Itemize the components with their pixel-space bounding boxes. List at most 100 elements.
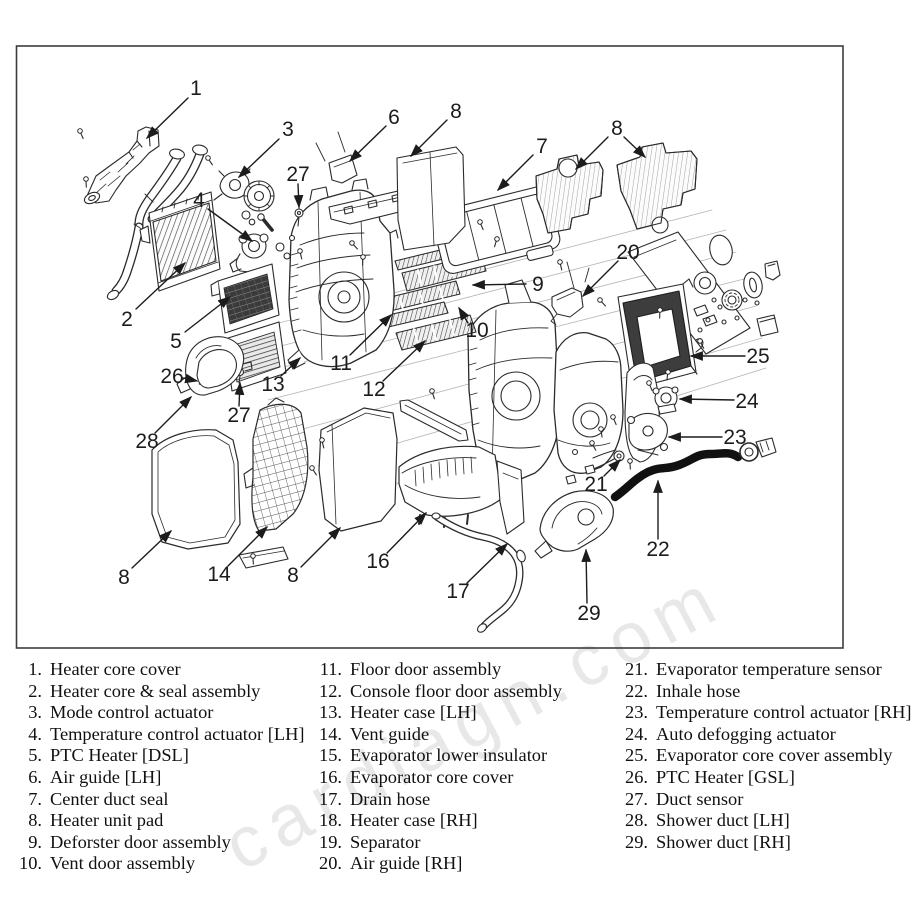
- callout-number: 1: [190, 77, 202, 100]
- legend-item-number: 23.: [625, 702, 648, 723]
- legend-item: 15.Evaporator lower insulator: [312, 745, 562, 767]
- legend-column-1: 1. Heater core cover 2. Heater core & seal …: [12, 659, 305, 875]
- callout-arrow: [382, 340, 427, 382]
- legend-item: 21.Evaporator temperature sensor: [618, 659, 912, 681]
- legend-item-number: 20.: [319, 853, 342, 874]
- legend-item-label: Duct sensor: [656, 788, 744, 809]
- callout-arrow: [280, 357, 302, 377]
- callout-number: 8: [611, 117, 623, 140]
- legend-item-label: Drain hose: [350, 788, 431, 809]
- callout-number: 27: [286, 163, 309, 186]
- part-heater-case-rh: [467, 279, 661, 483]
- legend-item-number: 7.: [28, 788, 42, 809]
- legend-item-number: 14.: [319, 723, 342, 744]
- callout-number: 4: [193, 189, 205, 212]
- legend-item-label: Temperature control actuator [RH]: [656, 702, 912, 723]
- legend-item-number: 16.: [319, 766, 342, 787]
- legend-item: 1. Heater core cover: [12, 659, 305, 681]
- legend-item-number: 1.: [28, 659, 42, 679]
- legend-item-number: 11.: [319, 659, 342, 679]
- legend-item: 14.Vent guide: [312, 724, 562, 746]
- part-mode-control-actuator: [213, 168, 275, 226]
- legend-item-label: Heater core cover: [50, 659, 181, 679]
- callout-arrow: [234, 381, 245, 407]
- leader-ticks: [315, 131, 590, 289]
- part-vent-guide: [238, 397, 309, 569]
- callout-number: 2: [121, 308, 133, 331]
- legend-item-label: Evaporator temperature sensor: [656, 659, 882, 679]
- callout-arrow: [227, 526, 268, 567]
- legend-item: 22.Inhale hose: [618, 681, 912, 703]
- part-heater-case-lh: [287, 178, 399, 370]
- callout-number: 12: [362, 378, 385, 401]
- diagram-border: [15, 45, 844, 649]
- legend-item: 5.PTC Heater [DSL]: [12, 745, 305, 767]
- callout-number: 11: [330, 352, 352, 375]
- part-shower-ducts: [176, 336, 253, 396]
- legend-item-label: Separator: [350, 831, 421, 852]
- legend-item-number: 15.: [319, 745, 342, 766]
- legend-item-number: 29.: [625, 831, 648, 852]
- callout-arrow: [497, 154, 534, 191]
- legend-item-number: 24.: [625, 723, 648, 744]
- legend-item-number: 4.: [28, 723, 42, 744]
- callout-arrow: [581, 548, 592, 604]
- legend-item: 29.Shower duct [RH]: [618, 832, 912, 854]
- legend-item: 18.Heater case [RH]: [312, 810, 562, 832]
- callout-number: 26: [160, 365, 183, 388]
- legend-item: 2. Heater core & seal assembly: [12, 681, 305, 703]
- callout-number: 10: [465, 319, 488, 342]
- legend-item: 9.Deforster door assembly: [12, 832, 305, 854]
- callout-number: 9: [532, 273, 544, 296]
- part-inhale-hose: [610, 437, 777, 502]
- part-temp-control-actuator-lh: [229, 213, 296, 273]
- legend-item-number: 2.: [28, 680, 42, 701]
- callout-arrow: [135, 262, 187, 310]
- legend-item-label: Auto defogging actuator: [656, 723, 836, 744]
- legend-item-label: Heater core & seal assembly: [50, 680, 261, 701]
- legend-item: 7.Center duct seal: [12, 789, 305, 811]
- legend-item-label: Heater case [RH]: [350, 810, 478, 831]
- legend-item: 24. Auto defogging actuator: [618, 724, 912, 746]
- callout-number: 22: [646, 538, 669, 561]
- legend-item-label: Heater case [LH]: [350, 702, 477, 723]
- legend-item-label: PTC Heater [GSL]: [656, 766, 795, 787]
- callout-number: 17: [446, 580, 469, 603]
- callout-arrow: [131, 530, 173, 569]
- part-air-guide-rh: [550, 287, 584, 326]
- callout-number: 20: [616, 241, 639, 264]
- legend-item-label: Heater unit pad: [50, 810, 164, 831]
- legend-item: 13.Heater case [LH]: [312, 702, 562, 724]
- part-heater-core: [139, 191, 221, 292]
- callout-number: 28: [135, 430, 158, 453]
- legend-item-label: Mode control actuator: [50, 702, 214, 723]
- legend-item-label: Air guide [LH]: [50, 766, 162, 787]
- legend-item-number: 27.: [625, 788, 648, 809]
- part-heater-unit-pads: [151, 142, 698, 550]
- callout-arrow: [386, 511, 427, 554]
- legend-item-label: Deforster door assembly: [50, 831, 231, 852]
- legend-item-number: 3.: [28, 702, 42, 723]
- callout-arrow: [145, 97, 189, 139]
- legend-item-label: PTC Heater [DSL]: [50, 745, 189, 766]
- callout-arrow: [184, 296, 232, 333]
- legend-item-number: 19.: [319, 831, 342, 852]
- callout-number: 8: [118, 566, 130, 589]
- legend-item: 27. Duct sensor: [618, 789, 912, 811]
- legend-item-label: Vent door assembly: [50, 853, 196, 874]
- callout-number: 8: [450, 100, 462, 123]
- part-shower-duct-rh: [534, 490, 614, 559]
- callout-arrow: [678, 394, 735, 405]
- heater-hoses: [106, 144, 208, 301]
- callout-number: 27: [227, 404, 250, 427]
- legend-item: 3. Mode control actuator: [12, 702, 305, 724]
- seal-and-fastener-parts: [693, 234, 781, 337]
- legend-item: 8.Heater unit pad: [12, 810, 305, 832]
- callout-arrow: [466, 543, 509, 584]
- legend-item: 16.Evaporator core cover: [312, 767, 562, 789]
- callout-arrow: [207, 208, 254, 242]
- callout-arrow: [182, 373, 199, 384]
